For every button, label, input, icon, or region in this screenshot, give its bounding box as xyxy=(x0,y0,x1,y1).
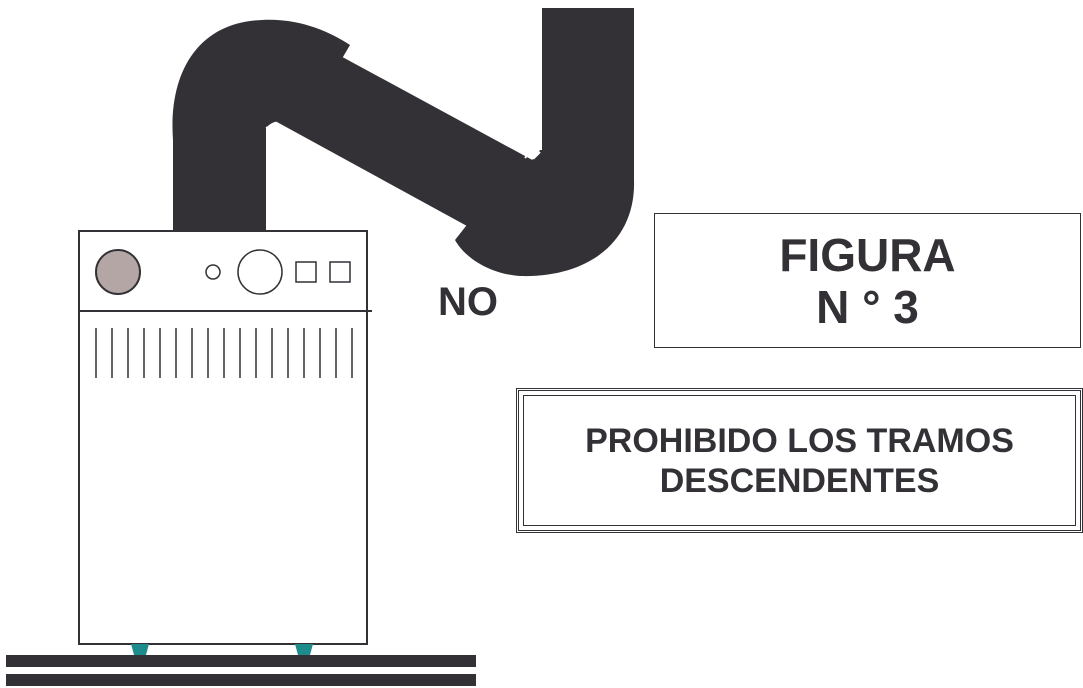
notice-box: PROHIBIDO LOS TRAMOS DESCENDENTES xyxy=(516,388,1083,533)
figure-caption-line1: FIGURA xyxy=(779,228,956,281)
boiler-foot-right xyxy=(295,644,313,655)
floor xyxy=(6,655,476,686)
notice-line2: DESCENDENTES xyxy=(659,461,940,500)
boiler-gauge xyxy=(237,249,283,295)
pipe-lower-elbow xyxy=(455,150,635,277)
floor-line-top xyxy=(6,655,476,667)
figure-caption-box: FIGURA N ° 3 xyxy=(654,213,1081,348)
pipe-diagonal xyxy=(255,34,560,255)
boiler-switch-2 xyxy=(329,261,351,283)
boiler-indicator-light xyxy=(205,264,221,280)
boiler xyxy=(78,230,372,655)
warning-no-label: NO xyxy=(438,280,498,324)
boiler-vent-slots xyxy=(95,328,353,378)
notice-line1: PROHIBIDO LOS TRAMOS xyxy=(585,421,1014,460)
pipe-joint-lower xyxy=(524,150,541,160)
pipe-joint-upper xyxy=(265,124,283,134)
figure-caption-line2: N ° 3 xyxy=(816,280,919,333)
pipe-exhaust xyxy=(542,8,634,170)
boiler-foot-left xyxy=(131,644,149,655)
notice-box-inner: PROHIBIDO LOS TRAMOS DESCENDENTES xyxy=(523,395,1076,526)
flue-pipe xyxy=(172,8,635,277)
boiler-body xyxy=(78,230,368,645)
floor-line-bottom xyxy=(6,674,476,686)
boiler-switch-1 xyxy=(295,261,317,283)
boiler-dial xyxy=(95,249,141,295)
